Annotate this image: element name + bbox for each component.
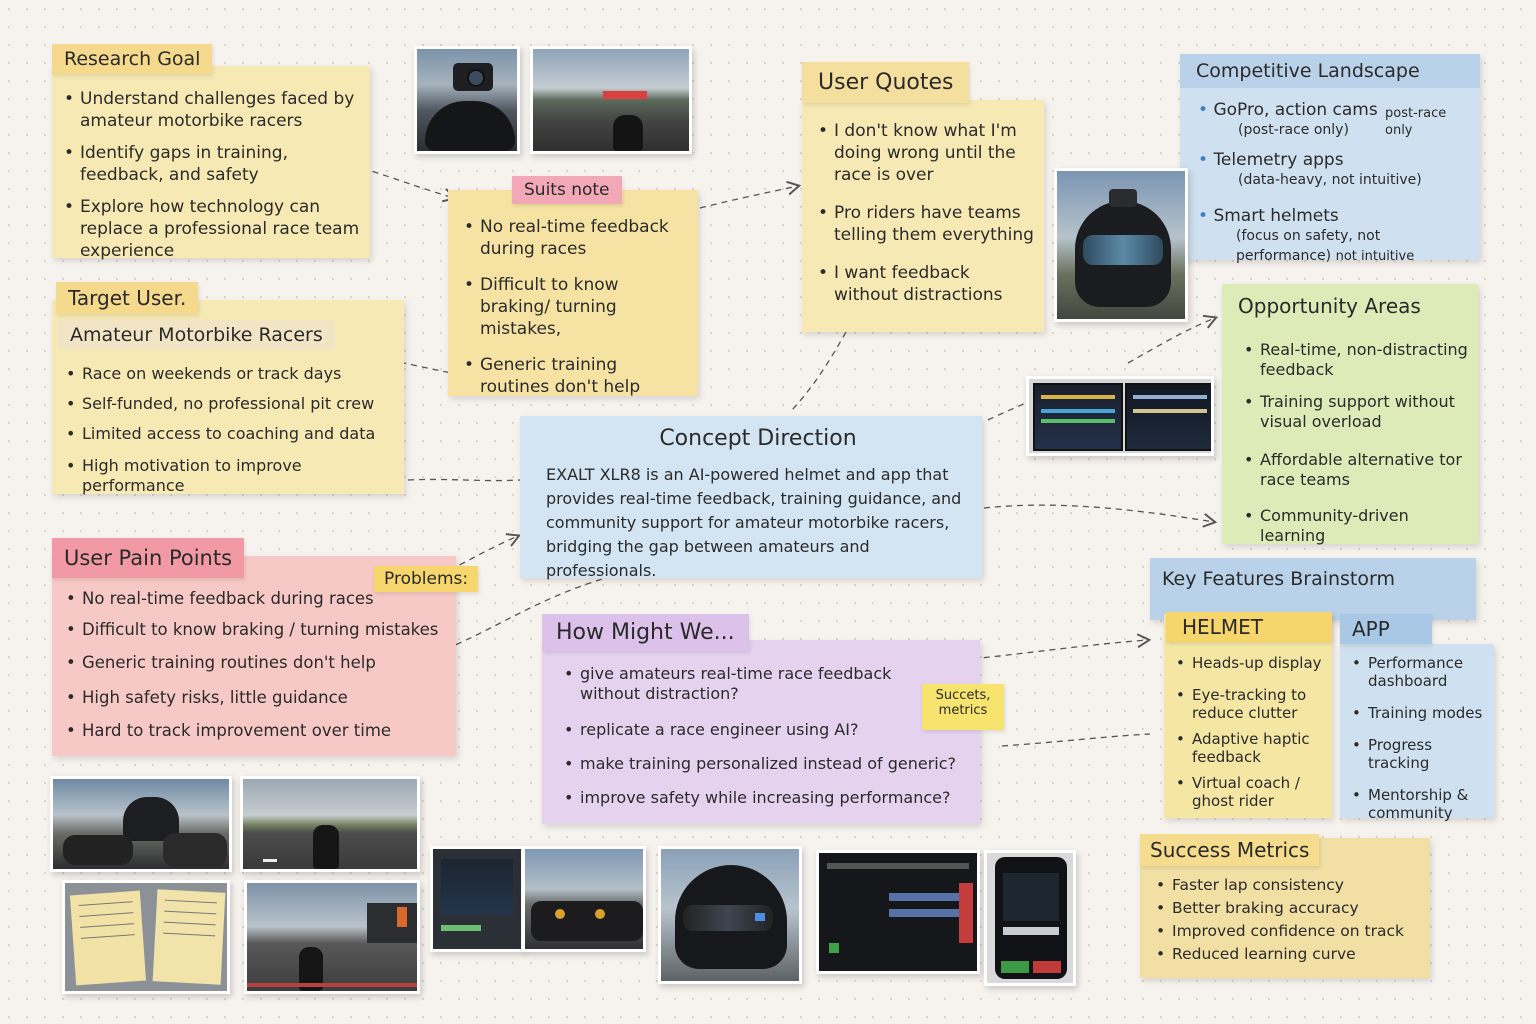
app-feature-item: Mentorship & community	[1350, 786, 1490, 822]
arrow-concept-to-opportunity	[983, 504, 1218, 528]
pain-points-title: User Pain Points	[52, 538, 245, 578]
pain-point-item: Generic training routines don't help	[64, 652, 448, 673]
user-quotes-item: Pro riders have teams telling them every…	[816, 202, 1036, 246]
pain-point-item: Hard to track improvement over time	[64, 720, 448, 741]
target-user-item: Self-funded, no professional pit crew	[64, 394, 396, 414]
pain-point-item: No real-time feedback during races	[64, 588, 448, 609]
competitive-item: • Smart helmets (focus on safety, not pe…	[1198, 206, 1415, 264]
target-user-item: Race on weekends or track days	[64, 364, 396, 384]
arrow-target-to-concept	[407, 478, 521, 482]
research-goal-item: Identify gaps in training, feedback, and…	[62, 142, 360, 186]
success-metric-item: Reduced learning curve	[1154, 943, 1422, 966]
success-metric-item: Better braking accuracy	[1154, 897, 1422, 920]
helmet-feature-item: Adaptive haptic feedback	[1174, 730, 1328, 766]
rider-on-track-photo	[240, 776, 420, 872]
competitive-item-main: GoPro, action cams	[1213, 100, 1378, 120]
how-might-we-note: give amateurs real-time race feedback wi…	[542, 640, 980, 824]
app-features-note: Performance dashboard Training modes Pro…	[1340, 644, 1494, 822]
competitive-item-detail: (data-heavy, not intuitive)	[1238, 172, 1422, 188]
research-goal-title: Research Goal	[52, 44, 213, 74]
competitive-item-detail: (focus on safety, not performance)	[1236, 228, 1381, 264]
target-user-item: Limited access to coaching and data	[64, 424, 396, 444]
opportunity-item: Community-driven learning	[1242, 506, 1470, 546]
suits-note-item: No real-time feedback during races	[462, 216, 688, 260]
hmw-item: improve safety while increasing performa…	[562, 788, 972, 808]
competitive-item-note: not intuitive	[1335, 249, 1415, 264]
paddock-bikes-photo	[522, 846, 646, 952]
success-metric-item: Faster lap consistency	[1154, 874, 1422, 897]
helmet-feature-item: Heads-up display	[1174, 654, 1328, 672]
arrow-screens-to-opportunity	[1127, 314, 1219, 364]
concept-direction-title: Concept Direction	[659, 426, 857, 451]
research-goal-item: Explore how technology can replace a pro…	[62, 196, 360, 262]
competitive-landscape-title: Competitive Landscape	[1180, 54, 1480, 88]
opportunity-item: Real-time, non-distracting feedback	[1242, 340, 1470, 380]
competitive-item: • Telemetry apps (data-heavy, not intuit…	[1198, 150, 1458, 190]
app-feature-item: Training modes	[1350, 704, 1490, 722]
app-features-title: APP	[1340, 614, 1432, 644]
helmet-feature-item: Eye-tracking to reduce clutter	[1174, 686, 1328, 722]
success-metric-item: Improved confidence on track	[1154, 920, 1422, 943]
target-user-title: Target User.	[56, 282, 199, 314]
suits-note: No real-time feedback during races Diffi…	[448, 190, 698, 398]
helmet-features-note: Heads-up display Eye-tracking to reduce …	[1164, 614, 1332, 818]
hmw-item: give amateurs real-time race feedback wi…	[562, 664, 900, 704]
opportunity-areas-title: Opportunity Areas	[1238, 294, 1421, 318]
handwritten-notes-photo	[62, 880, 230, 994]
arrow-goal-to-suits	[361, 167, 458, 203]
competitive-landscape-note: Competitive Landscape • GoPro, action ca…	[1180, 54, 1480, 264]
competitive-item-detail: (post-race only)	[1238, 122, 1349, 138]
pit-lane-photo	[244, 880, 420, 994]
user-quotes-note: I don't know what I'm doing wrong until …	[802, 100, 1044, 332]
research-goal-item: Understand challenges faced by amateur m…	[62, 88, 360, 132]
how-might-we-title: How Might We...	[542, 614, 749, 651]
concept-direction-body: EXALT XLR8 is an AI-powered helmet and a…	[546, 465, 962, 580]
suits-note-item: Generic training routines don't help	[462, 354, 688, 398]
competitive-item: • GoPro, action cams (post-race only) po…	[1198, 100, 1478, 140]
arrow-concept-to-screens	[987, 401, 1029, 421]
suits-note-item: Difficult to know braking/ turning mista…	[462, 274, 688, 340]
opportunity-item: Training support without visual overload	[1242, 392, 1470, 432]
user-quotes-item: I don't know what I'm doing wrong until …	[816, 120, 1036, 186]
concept-direction-note: Concept Direction EXALT XLR8 is an AI-po…	[520, 416, 982, 580]
key-features-note: Key Features Brainstorm	[1150, 558, 1476, 620]
competitive-item-note: post-race only	[1385, 106, 1447, 138]
hmw-item: replicate a race engineer using AI?	[562, 720, 972, 740]
pain-point-item: High safety risks, little guidance	[64, 687, 448, 708]
arrow-suits-to-quotes	[699, 180, 802, 209]
helmet-camera-photo	[414, 46, 520, 154]
target-user-note: Race on weekends or track days Self-fund…	[52, 300, 404, 496]
helmet-features-title: HELMET	[1166, 612, 1332, 642]
competitive-item-main: Telemetry apps	[1213, 150, 1344, 170]
user-quotes-title: User Quotes	[802, 62, 970, 103]
suits-note-tag: Suits note	[512, 176, 622, 204]
target-user-item: High motivation to improve performance	[64, 456, 396, 496]
opportunity-areas-note: Real-time, non-distracting feedback Trai…	[1222, 284, 1478, 546]
app-feature-item: Performance dashboard	[1350, 654, 1490, 690]
helmet-feature-item: Virtual coach / ghost rider	[1174, 774, 1328, 810]
phone-app-photo	[984, 850, 1076, 986]
hmw-item: make training personalized instead of ge…	[562, 754, 972, 774]
black-helmet-photo	[658, 846, 802, 984]
user-quotes-item: I want feedback without distractions	[816, 262, 1036, 306]
competitive-item-main: Smart helmets	[1213, 206, 1339, 226]
arrow-sticky-to-features	[1001, 733, 1151, 747]
key-features-title: Key Features Brainstorm	[1162, 568, 1395, 590]
target-user-subtitle: Amateur Motorbike Racers	[58, 320, 335, 350]
bikes-at-track-photo	[50, 776, 232, 872]
research-goal-note: Understand challenges faced by amateur m…	[52, 66, 370, 261]
smart-helmet-photo	[1054, 168, 1188, 322]
problems-tag: Problems:	[374, 566, 479, 592]
app-dashboard-photo	[816, 850, 980, 974]
pain-point-item: Difficult to know braking / turning mist…	[64, 619, 448, 640]
opportunity-item: Affordable alternative tor race teams	[1242, 450, 1470, 490]
arrow-quotes-to-concept	[791, 331, 847, 411]
app-feature-item: Progress tracking	[1350, 736, 1490, 772]
telemetry-screens-photo	[1026, 376, 1214, 456]
track-riders-photo	[530, 46, 692, 154]
success-metrics-sticky: Succets, metrics	[922, 684, 1004, 730]
dashboard-laptop-photo	[430, 846, 524, 952]
success-metrics-title: Success Metrics	[1140, 834, 1320, 866]
